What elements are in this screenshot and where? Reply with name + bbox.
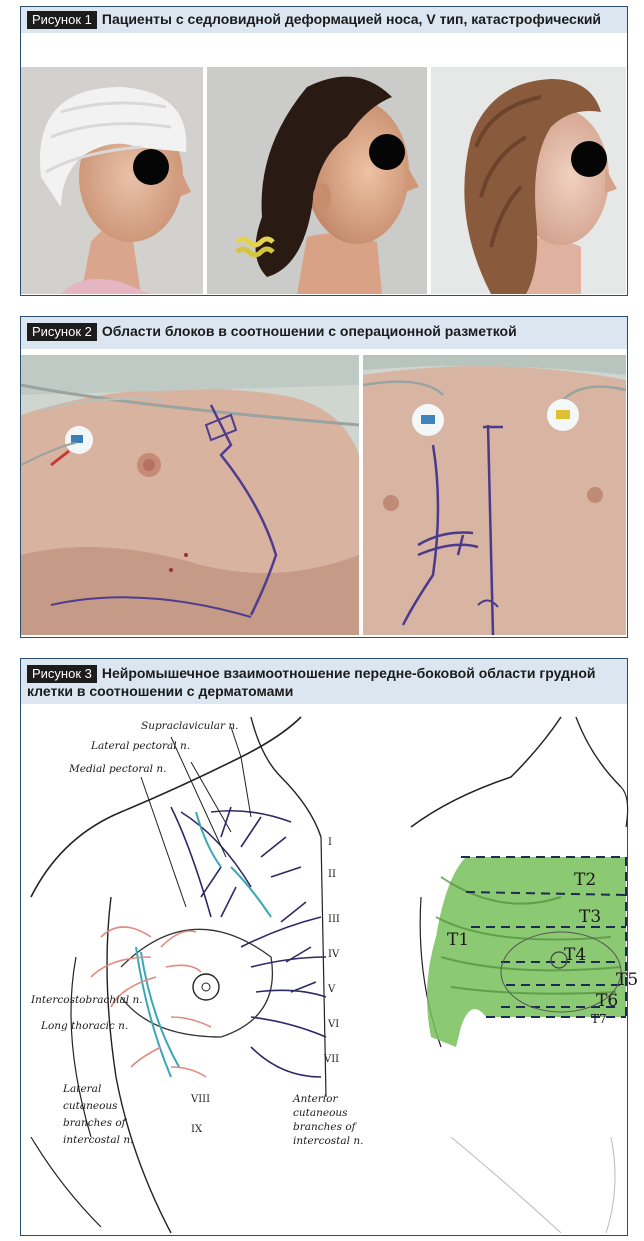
label-long-thoracic: Long thoracic n. — [40, 1020, 128, 1032]
label-lateral-1: Lateral — [62, 1083, 101, 1095]
svg-text:VII: VII — [323, 1054, 339, 1065]
patient-photo-3 — [431, 67, 626, 294]
dermatome-t3: T3 — [579, 907, 601, 927]
dermatome-t1: T1 — [447, 930, 469, 950]
svg-text:VIII: VIII — [190, 1094, 210, 1105]
label-anterior-1: Anterior — [292, 1093, 338, 1105]
dermatome-t5: T5 — [616, 970, 638, 990]
figure-2-badge: Рисунок 2 — [27, 323, 97, 341]
figure-3-caption-text: Нейромышечное взаимоотношение передне-бо… — [27, 665, 596, 699]
svg-text:III: III — [328, 914, 340, 925]
patient-photo-2 — [207, 67, 427, 294]
figure-3-badge: Рисунок 3 — [27, 665, 97, 683]
anatomy-sketch-area: I II III IV V VI VII VIII IX Supraclavic… — [21, 716, 638, 1234]
label-medial-pectoral: Medial pectoral n. — [68, 763, 166, 775]
figure-1-badge: Рисунок 1 — [27, 11, 97, 29]
label-lateral-pectoral: Lateral pectoral n. — [90, 740, 190, 752]
label-supraclavicular: Supraclavicular n. — [141, 720, 238, 732]
dermatome-t4: T4 — [564, 945, 586, 965]
figure-2-caption-text: Области блоков в соотношении с операцион… — [101, 323, 517, 339]
chest-lateral-photo — [20, 355, 360, 635]
label-anterior-4: intercostal n. — [293, 1135, 363, 1147]
svg-text:VI: VI — [327, 1019, 339, 1030]
label-anterior-2: cutaneous — [293, 1107, 348, 1119]
label-intercostobrachial: Intercostobrachial n. — [30, 994, 143, 1006]
svg-text:V: V — [327, 984, 336, 995]
patient-photo-1 — [21, 67, 203, 294]
label-anterior-3: branches of — [293, 1121, 358, 1133]
label-lateral-2: cutaneous — [63, 1100, 118, 1112]
dermatome-t7: T7 — [591, 1012, 607, 1026]
neuro-anatomy-drawing: I II III IV V VI VII VIII IX Supraclavic… — [21, 716, 638, 1234]
dermatome-t6: T6 — [596, 991, 618, 1011]
svg-text:I: I — [328, 837, 332, 848]
label-lateral-3: branches of — [63, 1117, 128, 1129]
svg-text:II: II — [328, 869, 336, 880]
dermatome-t2: T2 — [574, 870, 596, 890]
figure-1-caption-text: Пациенты с седловидной деформацией носа,… — [101, 11, 602, 27]
svg-text:IX: IX — [191, 1124, 203, 1135]
label-lateral-4: intercostal n. — [63, 1134, 133, 1146]
svg-text:IV: IV — [328, 949, 340, 960]
chest-anterior-photo — [362, 355, 627, 636]
